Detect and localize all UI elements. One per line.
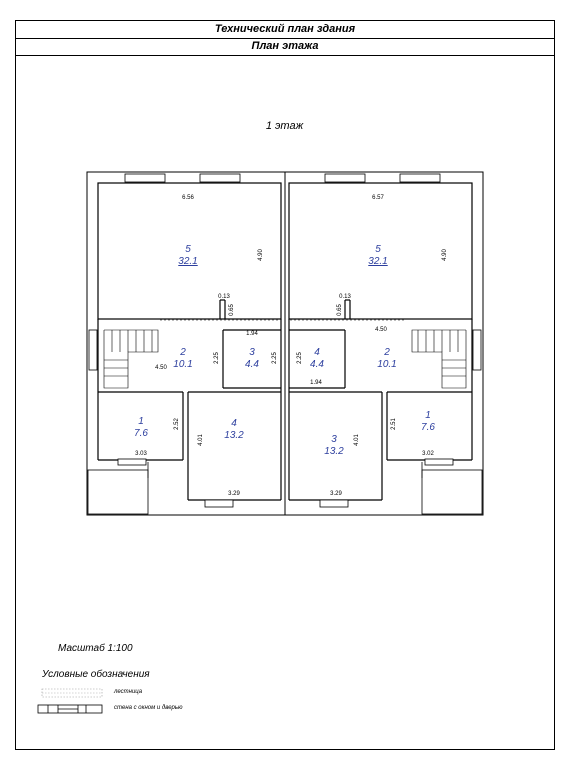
- right-room-2-area: 10.1: [377, 359, 396, 370]
- right-dim-small-b: 0.65: [337, 304, 343, 316]
- left-unit-walls: [97, 182, 282, 501]
- left-dim-w450: 4.50: [155, 365, 167, 371]
- left-room-5-area: 32.1: [178, 256, 197, 267]
- legend-title: Условные обозначения: [42, 669, 150, 680]
- right-room-3-area: 13.2: [324, 446, 344, 457]
- right-dim-top-height: 4.90: [442, 249, 448, 261]
- left-room-3-number: 3: [249, 347, 255, 358]
- floor-label: 1 этаж: [265, 120, 304, 132]
- left-room-4-area: 13.2: [224, 430, 244, 441]
- left-dim-w329: 3.29: [228, 491, 240, 497]
- left-dim-h401: 4.01: [198, 434, 204, 446]
- porches: [87, 462, 483, 515]
- right-room-1-number: 1: [425, 410, 431, 421]
- left-room-3-area: 4.4: [245, 359, 259, 370]
- left-dim-h225b: 2.25: [272, 352, 278, 364]
- right-dim-w302: 3.02: [422, 451, 434, 457]
- scale-label: Масштаб 1:100: [58, 643, 133, 654]
- left-dim-w303: 3.03: [135, 451, 147, 457]
- legend-stairs-label: лестница: [114, 689, 143, 695]
- building-outline: [86, 171, 484, 516]
- right-room-5-number: 5: [375, 244, 381, 255]
- right-dim-h225: 2.25: [297, 352, 303, 364]
- left-dim-small-b: 0.65: [229, 304, 235, 316]
- right-unit-walls: [288, 182, 473, 501]
- left-dim-small-a: 0.13: [218, 294, 230, 300]
- plan-sheet: Технический план здания План этажа: [15, 20, 555, 750]
- right-room-2-number: 2: [383, 347, 390, 358]
- left-dim-h252: 2.52: [174, 418, 180, 430]
- legend-wall-symbol: [37, 704, 103, 714]
- windows: [88, 173, 482, 508]
- left-room-1-number: 1: [138, 416, 144, 427]
- left-dim-h225a: 2.25: [214, 352, 220, 364]
- right-dim-w329: 3.29: [330, 491, 342, 497]
- left-room-5-number: 5: [185, 244, 191, 255]
- right-room-5-area: 32.1: [368, 256, 387, 267]
- document-title: Технический план здания: [16, 21, 554, 39]
- left-room-4-number: 4: [231, 418, 237, 429]
- left-room-1-area: 7.6: [134, 428, 148, 439]
- stairs-left: [103, 329, 159, 389]
- left-room-2-number: 2: [179, 347, 186, 358]
- document-subtitle: План этажа: [16, 38, 554, 56]
- left-dim-top-height: 4.90: [258, 249, 264, 261]
- right-room-1-area: 7.6: [421, 422, 435, 433]
- right-dim-mid-width: 1.94: [310, 380, 322, 386]
- right-dim-h401: 4.01: [354, 434, 360, 446]
- right-dim-top-width: 6.57: [372, 195, 384, 201]
- legend-wall-label: стена с окном и дверью: [114, 705, 183, 711]
- left-room-2-area: 10.1: [173, 359, 192, 370]
- right-room-3-number: 3: [331, 434, 337, 445]
- right-dim-h251: 2.51: [391, 418, 397, 430]
- left-dim-mid-width: 1.94: [246, 331, 258, 337]
- right-room-4-number: 4: [314, 347, 320, 358]
- legend-stairs-symbol: [41, 688, 103, 698]
- left-dim-top-width: 6.56: [182, 195, 194, 201]
- right-room-4-area: 4.4: [310, 359, 324, 370]
- right-dim-w450: 4.50: [375, 327, 387, 333]
- stairs-right: [411, 329, 467, 389]
- right-dim-small-a: 0.13: [339, 294, 351, 300]
